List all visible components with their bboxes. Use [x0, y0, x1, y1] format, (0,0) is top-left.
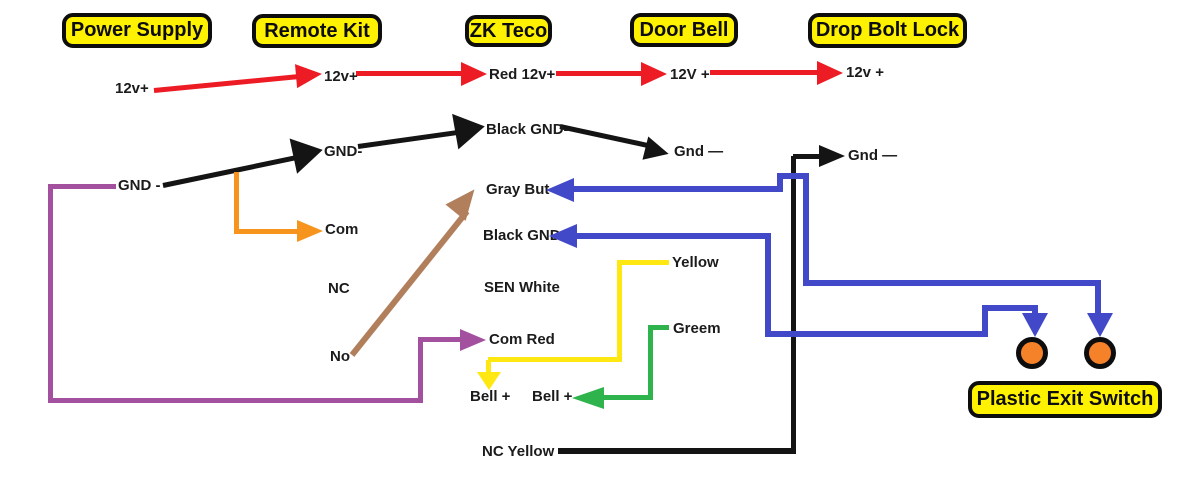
- brown-arrow: [445, 181, 485, 221]
- zk-gray-but-label: Gray But: [486, 181, 550, 198]
- black-gnd-arrow-1: [289, 132, 327, 174]
- remote-kit-com-label: Com: [325, 221, 359, 238]
- power-supply-12v-label: 12v+: [115, 80, 149, 97]
- red-arrow-1: [295, 61, 323, 89]
- remote-kit-box: Remote Kit: [252, 14, 382, 48]
- remote-kit-12v-label: 12v+: [324, 68, 358, 85]
- green-arrow: [572, 387, 604, 409]
- nc-yellow-label: NC Yellow: [482, 443, 555, 460]
- zk-yellow-label: Yellow: [672, 254, 719, 271]
- black-gnd-segment-3: [559, 124, 649, 148]
- blue-a-h2: [777, 173, 809, 179]
- blue-a-h3: [803, 280, 1101, 286]
- brown-wire-segment: [349, 209, 470, 357]
- green-wire-v1: [648, 325, 653, 399]
- drop-bolt-gnd-label: Gnd —: [848, 147, 898, 164]
- blue-b-h1: [573, 233, 771, 239]
- blue-arrow-left-button: [1022, 313, 1048, 337]
- black-gnd-segment-2: [357, 129, 459, 149]
- blue-b-h2: [765, 331, 988, 337]
- red-arrow-3: [641, 62, 667, 86]
- purple-wire-h2: [48, 398, 423, 403]
- zk-teco-red-12v-label: Red 12v+: [489, 66, 556, 83]
- zk-bell-plus-label: Bell +: [470, 388, 511, 405]
- red-wire-segment-3: [556, 71, 642, 76]
- blue-arrow-gray-but: [546, 178, 574, 202]
- yellow-arrow: [477, 372, 501, 390]
- door-bell-gnd-label: Gnd —: [674, 143, 724, 160]
- yellow-wire-h1: [617, 260, 669, 265]
- blue-a-v2: [803, 173, 809, 285]
- purple-wire-h3: [418, 337, 462, 342]
- green-wire-h2: [604, 395, 653, 400]
- remote-kit-gnd-label: GND-: [324, 143, 363, 160]
- purple-arrow: [460, 329, 486, 351]
- door-bell-plus-label: Bell +: [532, 388, 573, 405]
- zk-com-red-label: Com Red: [489, 331, 555, 348]
- blue-a-v3: [1095, 280, 1101, 315]
- black-gnd-segment-1: [162, 155, 298, 188]
- zk-teco-black-gnd-label: Black GND-: [486, 121, 569, 138]
- exit-switch-button-left: [1016, 337, 1048, 369]
- red-arrow-4: [817, 61, 843, 85]
- blue-b-v2: [982, 305, 988, 337]
- blue-b-v1: [765, 233, 771, 336]
- blue-b-v3: [1032, 305, 1038, 317]
- remote-kit-nc-label: NC: [328, 280, 350, 297]
- red-arrow-2: [461, 62, 487, 86]
- orange-wire-h: [234, 229, 298, 234]
- drop-bolt-lock-12v-label: 12v +: [846, 64, 884, 81]
- yellow-wire-h2: [488, 357, 622, 362]
- zk-black-gnd2-label: Black GND: [483, 227, 561, 244]
- drop-bolt-gnd-stub: [793, 154, 827, 159]
- purple-wire-v2: [418, 338, 423, 401]
- blue-a-h1: [572, 186, 783, 192]
- purple-wire-h1: [48, 184, 116, 189]
- red-wire-segment-4: [710, 70, 818, 75]
- plastic-exit-switch-box: Plastic Exit Switch: [968, 381, 1162, 418]
- yellow-wire-v1: [617, 260, 622, 360]
- drop-bolt-lock-box: Drop Bolt Lock: [808, 13, 967, 48]
- red-wire-segment-1: [153, 74, 300, 93]
- blue-arrow-right-button: [1087, 313, 1113, 337]
- purple-wire-v1: [48, 184, 53, 400]
- zk-sen-white-label: SEN White: [484, 279, 560, 296]
- exit-switch-button-right: [1084, 337, 1116, 369]
- remote-kit-no-label: No: [330, 348, 350, 365]
- nc-yellow-wire: [558, 448, 796, 454]
- blue-a-v1: [777, 173, 783, 192]
- black-gnd-arrow-3: [642, 136, 672, 166]
- yellow-wire-v2: [486, 360, 491, 374]
- orange-wire-v: [234, 172, 239, 234]
- power-supply-gnd-label: GND -: [118, 177, 161, 194]
- red-wire-segment-2: [356, 71, 462, 76]
- orange-arrow: [297, 220, 323, 242]
- black-vertical-run: [791, 156, 796, 452]
- door-bell-12v-label: 12V +: [670, 66, 710, 83]
- green-wire-h1: [648, 325, 669, 330]
- drop-bolt-gnd-arrow: [819, 145, 845, 167]
- blue-arrow-black-gnd: [549, 224, 577, 248]
- blue-b-h3: [982, 305, 1038, 311]
- door-bell-box: Door Bell: [630, 13, 738, 47]
- power-supply-box: Power Supply: [62, 13, 212, 48]
- zk-greem-label: Greem: [673, 320, 721, 337]
- zk-teco-box: ZK Teco: [465, 15, 552, 47]
- black-gnd-arrow-2: [452, 108, 488, 150]
